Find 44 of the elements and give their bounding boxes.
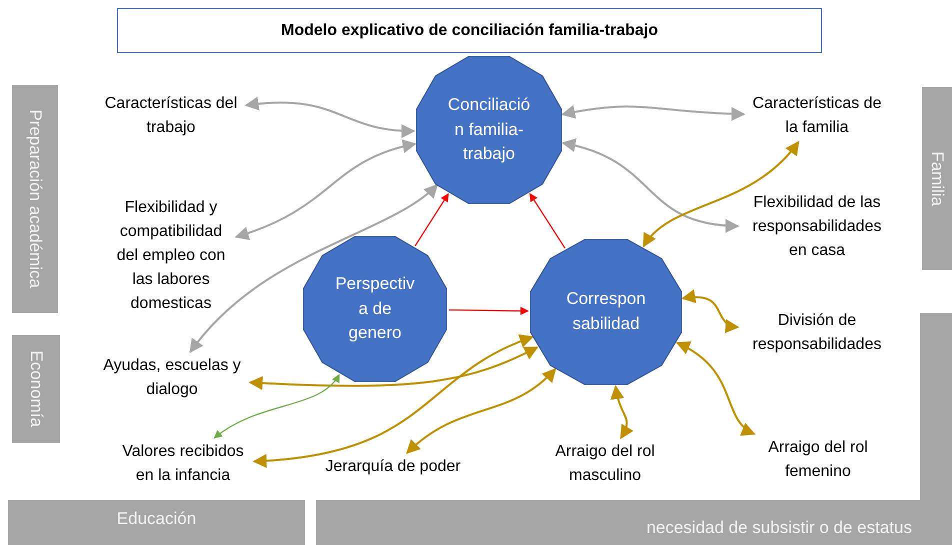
factor-label: División de responsabilidades <box>752 311 882 355</box>
arrow <box>406 368 556 454</box>
factor-label: Valores recibidos en la infancia <box>121 442 245 486</box>
arrow <box>214 374 340 438</box>
factor-label: Características del trabajo <box>104 94 238 138</box>
concept-label: Conciliación familia-trabajo <box>446 94 532 166</box>
factor-label: Flexibilidad y compatibilidad del empleo con las labores domesticas <box>116 198 226 314</box>
concept-dodecagon <box>303 236 447 382</box>
concept-dodecagon <box>416 56 562 204</box>
concept-dodecagon <box>530 239 682 385</box>
concept-label: Perspectiva de genero <box>334 273 416 344</box>
factor-label: Flexibilidad de las responsabilidades en casa <box>752 193 882 261</box>
arrow <box>414 193 449 246</box>
arrow <box>189 184 438 354</box>
arrow <box>448 306 529 316</box>
factor-label: Características de la familia <box>752 94 882 138</box>
category-band <box>922 87 952 270</box>
arrow <box>642 140 800 248</box>
arrow <box>248 346 538 390</box>
arrow <box>529 192 566 249</box>
category-band <box>8 500 305 545</box>
band-label: necesidad de subsistir o de estatus <box>646 516 912 539</box>
arrow <box>562 139 740 232</box>
arrow <box>252 335 534 468</box>
arrow <box>681 290 740 332</box>
title: Modelo explicativo de conciliación familia-trabajo <box>281 22 658 40</box>
category-band <box>12 335 60 443</box>
factor-label: Arraigo del rol femenino <box>767 438 869 482</box>
category-band <box>12 85 58 313</box>
factor-label: Jerarquía de poder <box>325 457 461 477</box>
band-label: Familia <box>926 151 948 206</box>
arrow <box>676 342 756 435</box>
arrow <box>610 385 634 440</box>
factor-label: Arraigo del rol masculino <box>554 442 656 486</box>
arrow <box>244 97 416 138</box>
band-label: Educación <box>116 508 196 530</box>
arrow <box>234 140 417 240</box>
arrow <box>561 105 746 121</box>
category-band <box>316 500 952 545</box>
side-band <box>920 313 952 500</box>
concept-label: Corresponsabilidad <box>565 288 647 335</box>
band-label: Preparación académica <box>24 110 46 288</box>
band-label: Economía <box>26 350 47 428</box>
factor-label: Ayudas, escuelas y dialogo <box>102 356 242 400</box>
